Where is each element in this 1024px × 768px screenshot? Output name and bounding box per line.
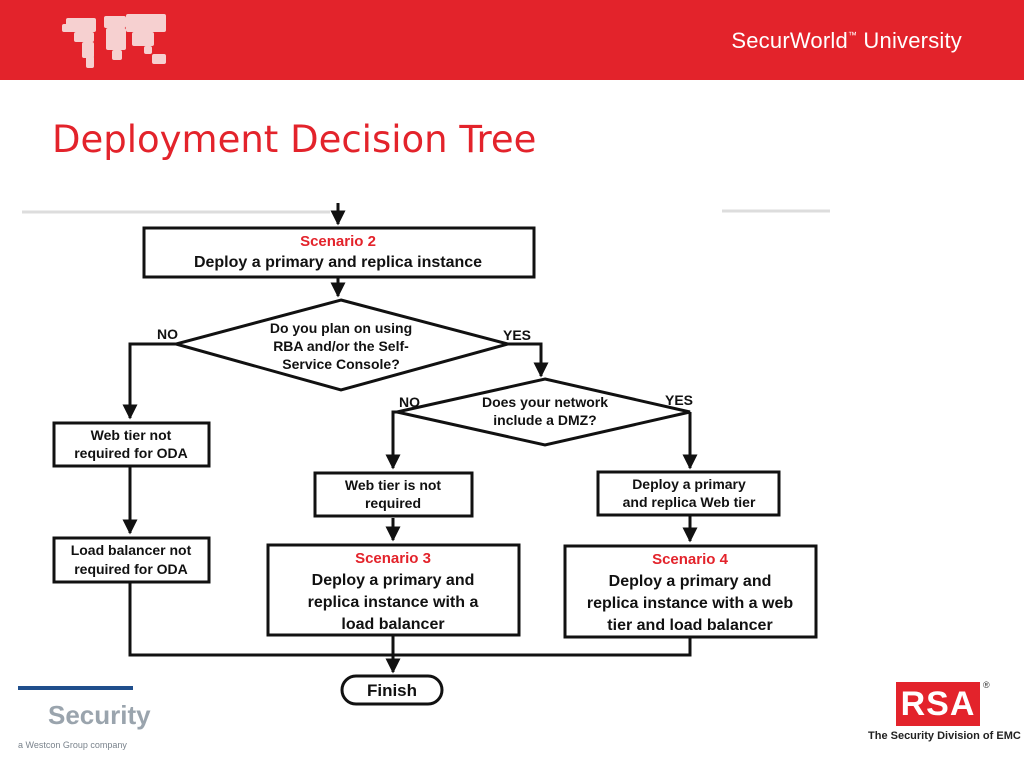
web-oda-line-2: required for ODA [74,445,188,461]
rsa-logo: RSA [896,682,980,726]
scenario3-line-3: load balancer [341,616,444,633]
scenario4-line-2: replica instance with a web [587,595,794,612]
lb-oda-line-2: required for ODA [74,561,188,577]
rsa-registered-mark: ® [983,680,990,690]
lb-oda-line-1: Load balancer not [71,542,192,558]
arrow-q1-no [122,342,176,420]
scenario4-label: Scenario 4 [652,551,729,568]
finish-terminator: Finish [340,674,444,706]
web-not-req-line-2: required [365,495,421,511]
brand-logo: SecurWorld™ University [731,28,962,54]
brand-name: SecurWorld [731,28,848,53]
scenario4-line-3: tier and load balancer [607,617,772,634]
question2-diamond: Does your network include a DMZ? [396,377,691,447]
deploy-web-tier-box: Deploy a primary and replica Web tier [596,470,781,517]
scenario3-box: Scenario 3 Deploy a primary and replica … [266,543,521,637]
westcon-mark [18,686,133,704]
scenario3-line-2: replica instance with a [308,594,479,611]
page-title: Deployment Decision Tree [52,118,537,161]
question1-diamond: Do you plan on using RBA and/or the Self… [170,298,514,392]
westcon-logo: Security a Westcon Group company [18,686,168,756]
q2-no-label: NO [399,394,420,410]
finish-label: Finish [367,681,417,700]
rsa-tagline: The Security Division of EMC [868,730,1021,742]
q1-line-3: Service Console? [282,356,400,372]
q2-yes-label: YES [665,392,693,408]
scenario3-label: Scenario 3 [355,550,431,567]
deploy-web-line-1: Deploy a primary [632,476,746,492]
scenario4-box: Scenario 4 Deploy a primary and replica … [563,544,818,639]
arrow-q1-yes [508,342,549,378]
deploy-web-line-2: and replica Web tier [623,494,756,510]
web-tier-not-required-oda-box: Web tier not required for ODA [52,421,211,468]
web-not-req-line-1: Web tier is not [345,477,442,493]
q2-line-1: Does your network [482,394,608,410]
decision-tree-diagram: Scenario 2 Deploy a primary and replica … [22,203,830,706]
line-scenario4-to-finish [393,638,692,657]
scenario2-box: Scenario 2 Deploy a primary and replica … [142,226,536,279]
line-lb-to-finish [128,583,393,657]
web-oda-line-1: Web tier not [91,427,172,443]
web-tier-not-required-box: Web tier is not required [313,471,474,518]
q1-line-2: RBA and/or the Self- [273,338,409,354]
scenario2-label: Scenario 2 [300,233,376,250]
brand-tm: ™ [847,30,858,40]
world-map-icon [62,14,166,68]
westcon-brand: Security [48,700,151,730]
q1-line-1: Do you plan on using [270,320,412,336]
lb-not-required-oda-box: Load balancer not required for ODA [52,536,211,584]
q1-no-label: NO [157,326,178,342]
brand-suffix: University [857,28,962,53]
scenario4-line-1: Deploy a primary and [609,573,772,590]
westcon-subtitle: a Westcon Group company [18,740,127,750]
rsa-logo-block: RSA ® The Security Division of EMC [866,680,1021,750]
arrow-q2-no [385,410,401,470]
header-bar: SecurWorld™ University [0,0,1024,80]
scenario3-line-1: Deploy a primary and [312,572,475,589]
q2-line-2: include a DMZ? [493,412,596,428]
scenario2-text: Deploy a primary and replica instance [194,254,482,271]
q1-yes-label: YES [503,327,531,343]
